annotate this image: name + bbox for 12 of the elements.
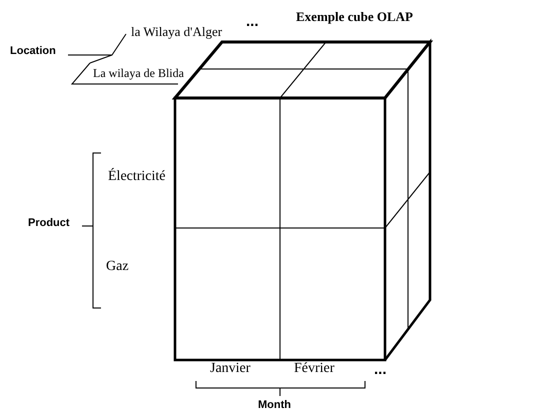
member-label: Février xyxy=(294,362,334,376)
member-label: Gaz xyxy=(106,260,129,274)
dimension-label: Product xyxy=(28,218,70,229)
ellipsis-text: ... xyxy=(246,14,259,29)
member-label: La wilaya de Blida xyxy=(93,67,184,79)
ellipsis-text: ... xyxy=(374,362,387,377)
member-label: Janvier xyxy=(210,362,250,376)
dimension-label: Month xyxy=(258,400,291,411)
dimension-label: Location xyxy=(10,46,56,57)
diagram-title: Exemple cube OLAP xyxy=(296,10,413,23)
member-label: Électricité xyxy=(108,170,166,184)
member-label: la Wilaya d'Alger xyxy=(131,25,222,38)
